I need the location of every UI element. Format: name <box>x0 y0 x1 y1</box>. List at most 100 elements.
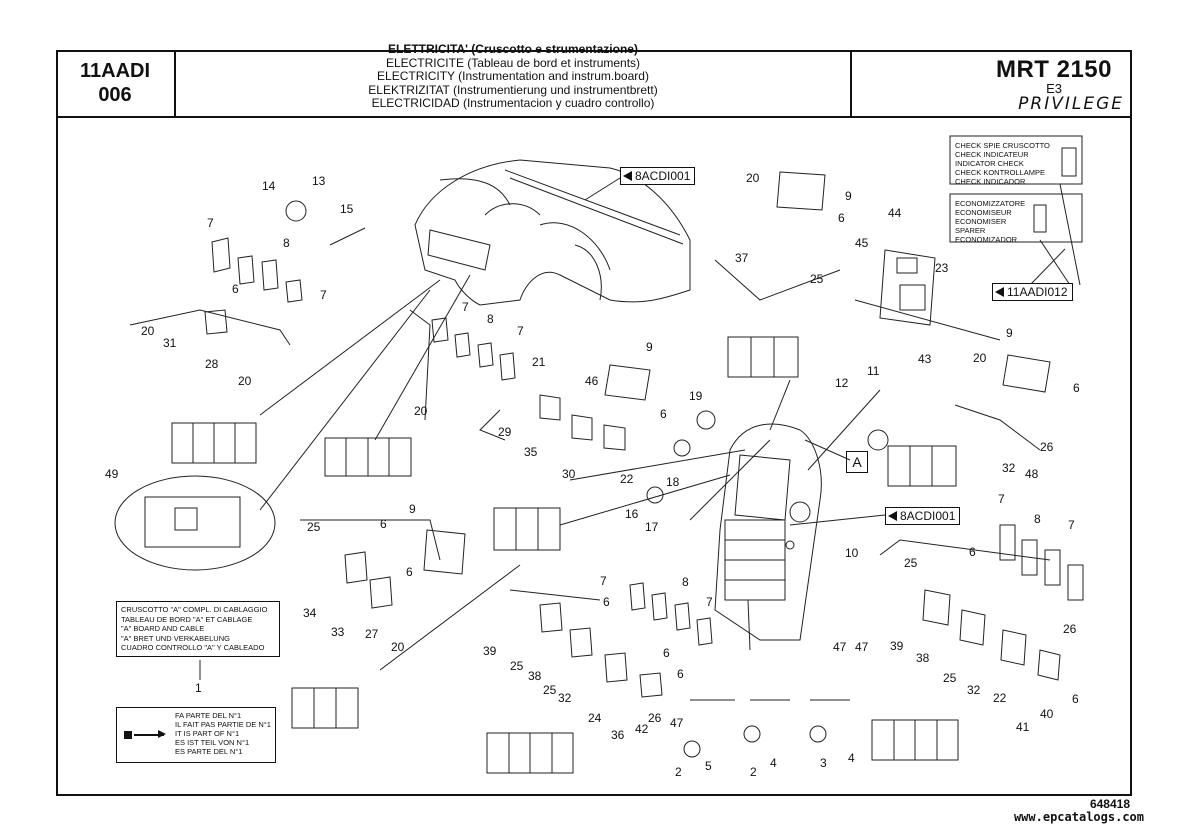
part-of-square-icon <box>124 731 132 739</box>
part-number-label: 25 <box>810 272 824 286</box>
part-number-label: 5 <box>705 759 712 773</box>
economiser-note-line: ECONOMISEUR <box>955 208 1012 217</box>
part-number-label: 24 <box>588 711 602 725</box>
part-number-label: 9 <box>1006 326 1013 340</box>
arrow-left-icon <box>623 171 632 181</box>
part-number-label: 27 <box>365 627 379 641</box>
check-note-line: CHECK INDICADOR <box>955 177 1026 186</box>
part-number-label: 15 <box>340 202 354 216</box>
part-number-label: 47 <box>833 640 847 654</box>
check-note-line: INDICATOR CHECK <box>955 159 1024 168</box>
part-number-label: 6 <box>660 407 667 421</box>
part-number-label: 11 <box>867 364 880 378</box>
part-number-label: 32 <box>558 691 572 705</box>
title-fr: ELECTRICITE (Tableau de bord et instrume… <box>385 55 641 70</box>
part-number-label: 7 <box>320 288 327 302</box>
drawing-title: ELETTRICITA' (Cruscotto e strumentazione… <box>176 38 850 118</box>
part-number-label: 20 <box>238 374 252 388</box>
part-number-label: 7 <box>462 300 469 314</box>
drawing-code-line1: 11AADI <box>79 60 151 82</box>
check-note: CHECK SPIE CRUSCOTTO CHECK INDICATEUR IN… <box>952 138 1056 186</box>
part-number-label: 4 <box>848 751 855 765</box>
ref-mid[interactable]: 8ACDI001 <box>885 507 961 525</box>
part-number-label: 10 <box>845 546 859 560</box>
legend-main-line: "A" BRET UND VERKABELUNG <box>121 633 230 643</box>
part-number-label: 6 <box>603 595 610 609</box>
part-number-label: 8 <box>283 236 290 250</box>
part-number-label: 43 <box>918 352 932 366</box>
economiser-note-line: ECONOMIZZATORE <box>955 199 1026 208</box>
check-note-line: CHECK SPIE CRUSCOTTO <box>955 141 1050 150</box>
part-number-label: 6 <box>380 517 387 531</box>
part-number-label: 6 <box>663 646 670 660</box>
arrow-right-icon <box>134 731 166 737</box>
title-en: ELECTRICITY (Instrumentation and instrum… <box>377 69 649 84</box>
model-name: MRT 2150 <box>995 56 1112 83</box>
check-note-line: CHECK KONTROLLAMPE <box>955 168 1046 177</box>
part-number-label: 6 <box>838 211 845 225</box>
part-number-label: 20 <box>391 640 405 654</box>
part-number-label: 8 <box>1034 512 1041 526</box>
part-number-label: 21 <box>532 355 546 369</box>
drawing-code: 11AADI 006 <box>56 50 176 118</box>
ref-right-label: 11AADI012 <box>1007 285 1068 299</box>
drawing-number: 648418 <box>1089 797 1130 811</box>
part-number-label: 42 <box>635 722 649 736</box>
part-number-label: 7 <box>517 324 524 338</box>
legend-main-line: TABLEAU DE BORD "A" ET CABLAGE <box>121 614 253 624</box>
ref-top[interactable]: 8ACDI001 <box>620 167 696 185</box>
legend-part-line: ES IST TEIL VON N°1 <box>175 738 250 747</box>
part-number-label: 3 <box>820 756 827 770</box>
part-number-label: 23 <box>935 261 949 275</box>
part-number-label: 48 <box>1025 467 1039 481</box>
legend-main-line: CUADRO CONTROLLO "A" Y CABLEADO <box>121 643 265 652</box>
part-number-label: 20 <box>141 324 155 338</box>
part-number-label: 25 <box>904 556 918 570</box>
part-number-label: 47 <box>855 640 869 654</box>
part-number-label: 22 <box>620 472 634 486</box>
part-number-label: 7 <box>998 492 1005 506</box>
ref-mid-label: 8ACDI001 <box>900 509 956 523</box>
part-number-label: 1 <box>195 681 202 695</box>
drawing-frame <box>56 50 1132 796</box>
economiser-note-line: ECONOMIZADOR <box>955 235 1018 244</box>
part-number-label: 4 <box>770 756 777 770</box>
part-number-label: 6 <box>1072 692 1079 706</box>
part-number-label: 26 <box>648 711 662 725</box>
legend-main: CRUSCOTTO "A" COMPL. DI CABLAGGIO TABLEA… <box>116 601 280 657</box>
part-number-label: 6 <box>969 545 976 559</box>
part-number-label: 12 <box>835 376 849 390</box>
part-number-label: 20 <box>414 404 428 418</box>
part-number-label: 13 <box>312 174 326 188</box>
part-number-label: 25 <box>307 520 321 534</box>
part-number-label: 39 <box>483 644 497 658</box>
part-number-label: 40 <box>1040 707 1054 721</box>
arrow-left-icon <box>995 287 1004 297</box>
legend-main-line: CRUSCOTTO "A" COMPL. DI CABLAGGIO <box>121 605 268 614</box>
part-number-label: 29 <box>498 425 512 439</box>
part-number-label: 47 <box>670 716 684 730</box>
brand-logo: PRIVILEGE <box>1018 94 1124 114</box>
part-number-label: 8 <box>682 575 689 589</box>
economiser-note-line: ECONOMISER <box>955 217 1007 226</box>
part-number-label: 45 <box>855 236 869 250</box>
part-number-label: 17 <box>645 520 659 534</box>
ref-right[interactable]: 11AADI012 <box>992 283 1073 301</box>
part-number-label: 49 <box>105 467 119 481</box>
part-number-label: 36 <box>611 728 625 742</box>
part-number-label: 7 <box>706 595 713 609</box>
part-number-label: 25 <box>510 659 524 673</box>
economiser-note: ECONOMIZZATORE ECONOMISEUR ECONOMISER SP… <box>952 196 1032 244</box>
title-it: ELETTRICITA' (Cruscotto e strumentazione… <box>388 42 638 57</box>
part-number-label: 25 <box>543 683 557 697</box>
part-number-label: 41 <box>1016 720 1030 734</box>
part-number-label: 20 <box>973 351 987 365</box>
part-number-label: 31 <box>163 336 177 350</box>
part-number-label: 30 <box>562 467 576 481</box>
title-de: ELEKTRIZITAT (Instrumentierung und instr… <box>368 82 658 97</box>
part-number-label: 32 <box>1002 461 1016 475</box>
ref-top-label: 8ACDI001 <box>635 169 691 183</box>
part-number-label: 9 <box>646 340 653 354</box>
part-number-label: 34 <box>303 606 317 620</box>
